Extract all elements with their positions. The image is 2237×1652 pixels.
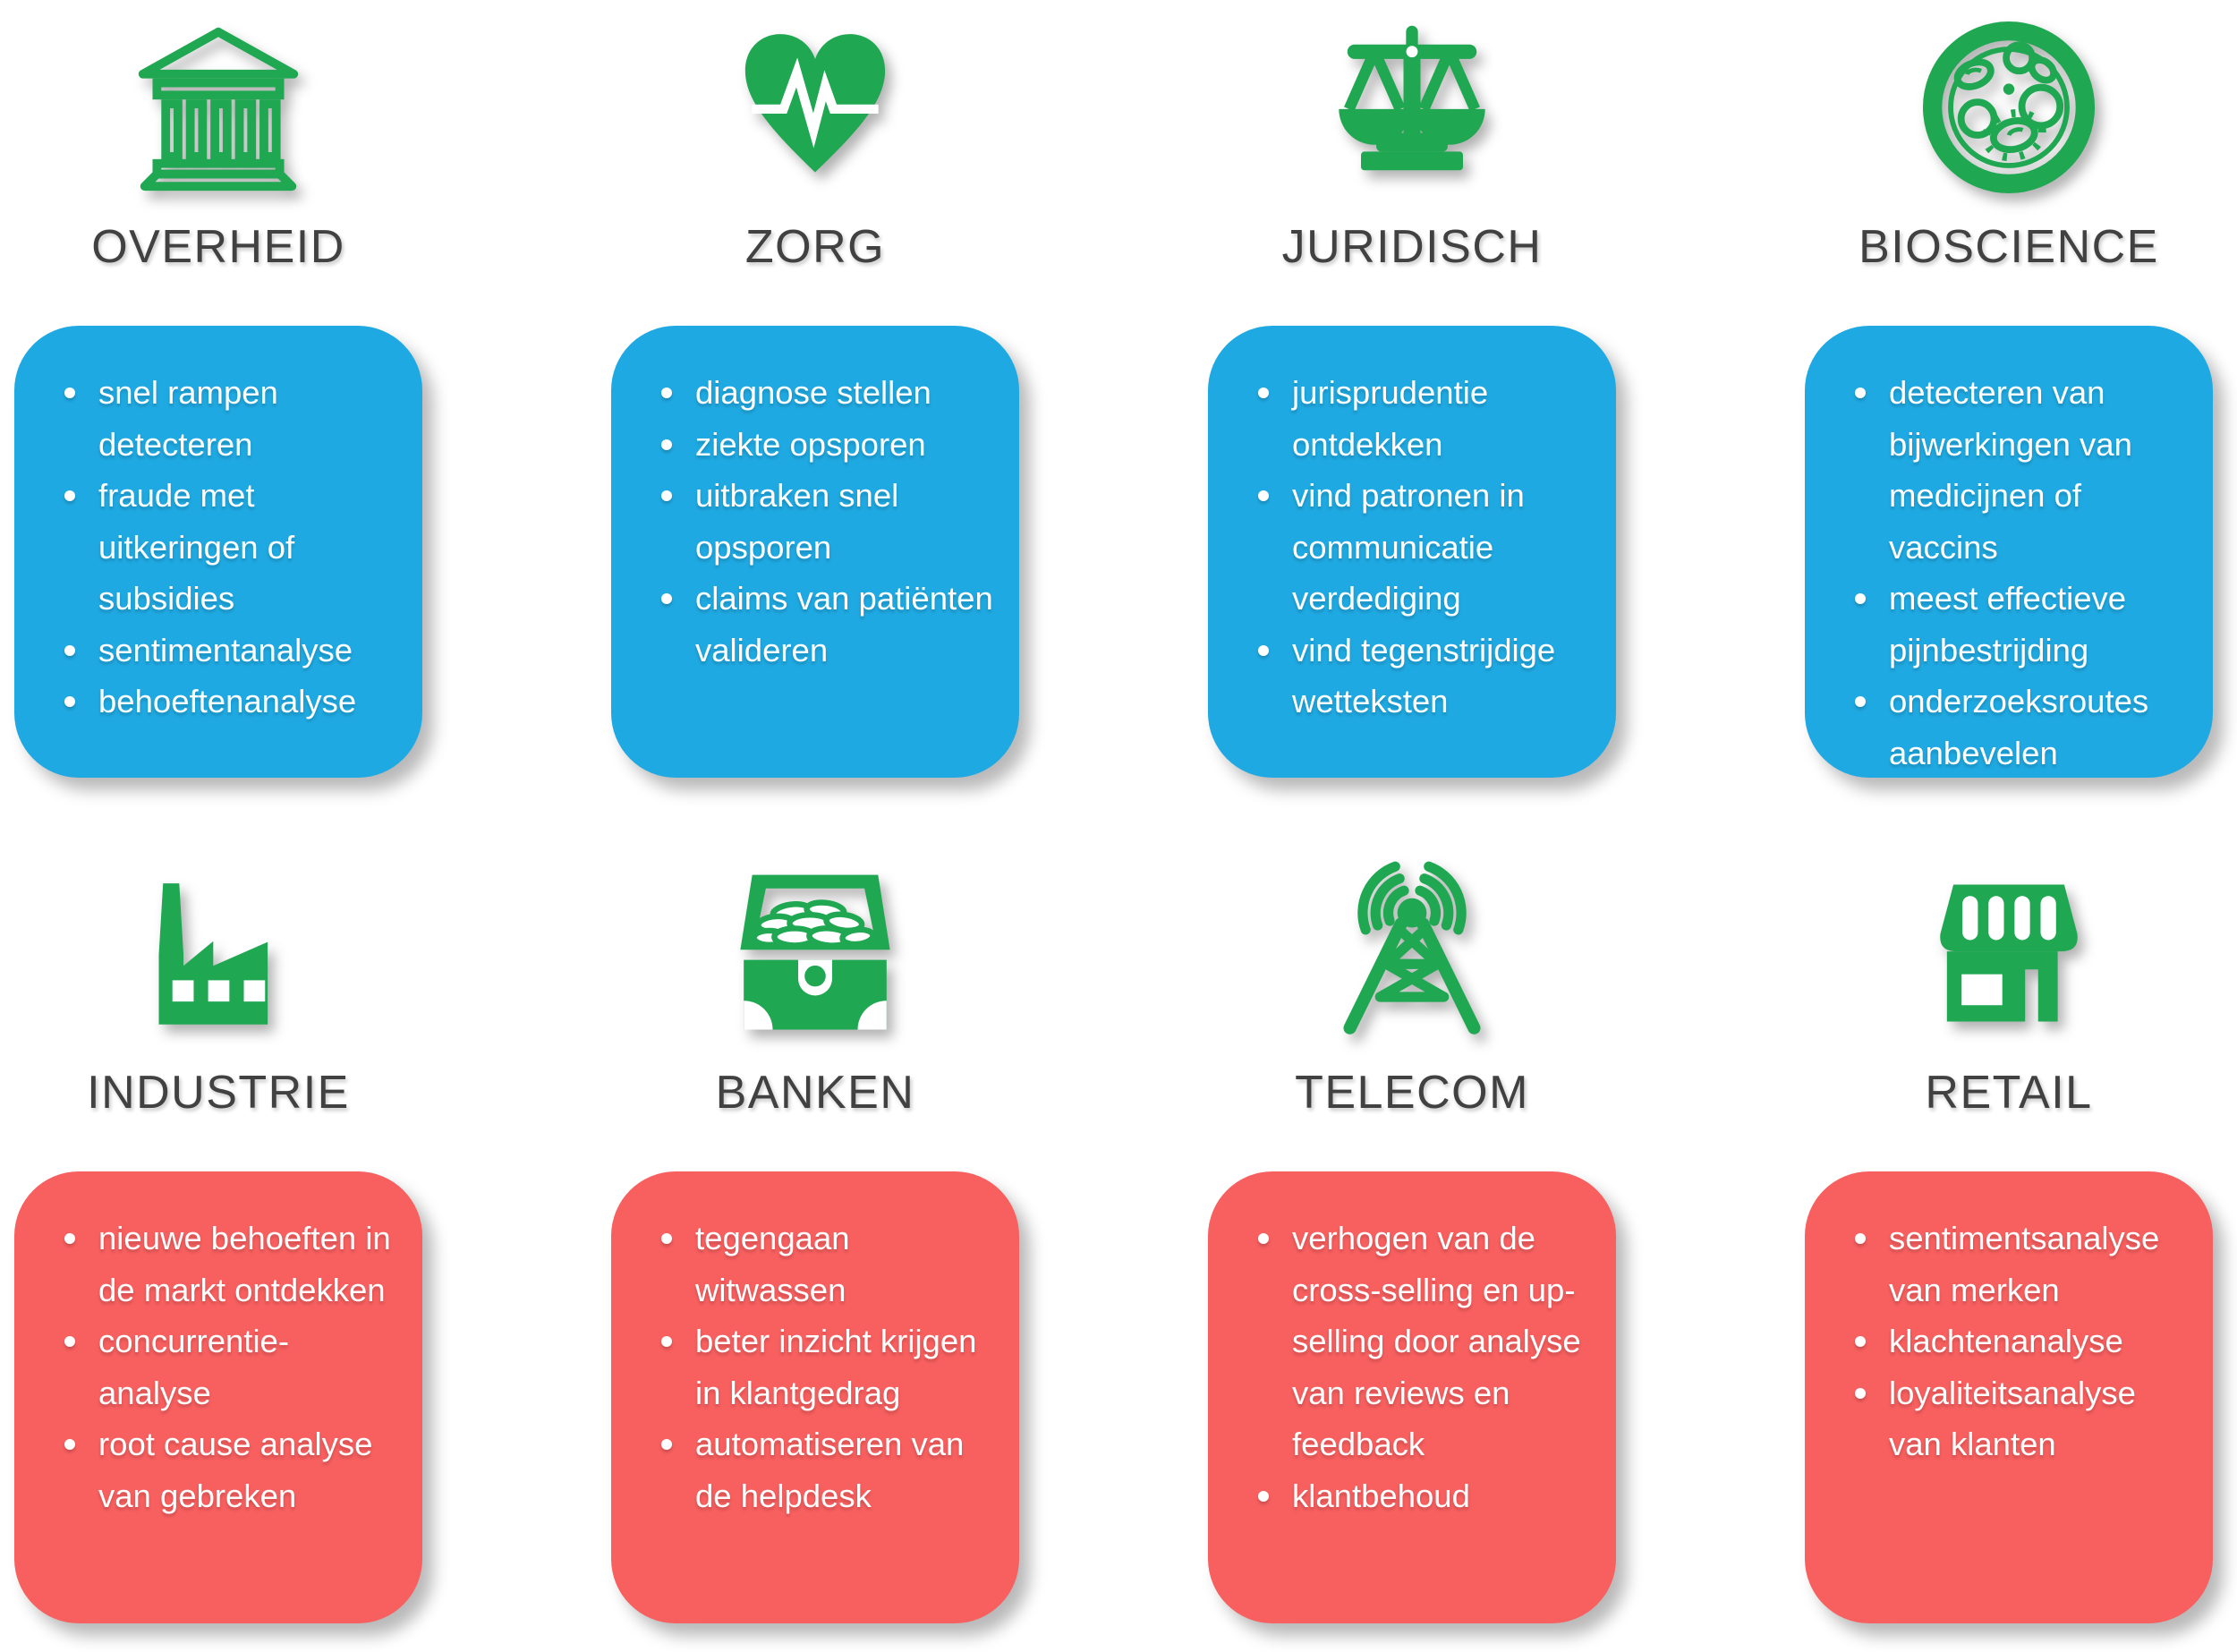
- bullet-item: loyaliteitsanalyse van klanten: [1853, 1367, 2191, 1470]
- bullet-item: vind tegenstrijdige wetteksten: [1256, 625, 1595, 728]
- treasure-chest-icon: [611, 858, 1019, 1048]
- sector-card-bioscience: detecteren van bijwerkingen van medicijn…: [1805, 326, 2213, 778]
- bullet-item: root cause analyse van gebreken: [63, 1418, 401, 1521]
- bullet-item: verhogen van de cross-selling en up-sell…: [1256, 1213, 1595, 1470]
- bullet-item: claims van patiënten valideren: [659, 573, 998, 676]
- factory-icon: [14, 858, 422, 1048]
- sector-industrie: INDUSTRIE nieuwe behoeften in de markt o…: [14, 858, 422, 1623]
- bullet-item: ziekte opsporen: [659, 419, 998, 471]
- sector-title-retail: RETAIL: [1925, 1067, 2093, 1119]
- bullet-item: meest effectieve pijnbestrijding: [1853, 573, 2191, 676]
- sector-card-telecom: verhogen van de cross-selling en up-sell…: [1208, 1171, 1616, 1623]
- bullet-item: snel rampen detecteren: [63, 367, 401, 470]
- heart-pulse-icon: [611, 13, 1019, 202]
- radio-tower-icon: [1208, 858, 1616, 1048]
- sector-title-juridisch: JURIDISCH: [1281, 221, 1543, 273]
- scales-of-justice-icon: [1208, 13, 1616, 202]
- petri-dish-icon: [1805, 13, 2213, 202]
- bullet-item: uitbraken snel opsporen: [659, 470, 998, 573]
- sector-title-overheid: OVERHEID: [91, 221, 345, 273]
- sector-title-telecom: TELECOM: [1295, 1067, 1529, 1119]
- bullet-item: onderzoeksroutes aanbevelen: [1853, 676, 2191, 779]
- bullet-item: klachtenanalyse: [1853, 1316, 2191, 1367]
- bullet-item: concurrentie-analyse: [63, 1316, 401, 1418]
- bullet-item: klantbehoud: [1256, 1470, 1595, 1522]
- sector-bioscience: BIOSCIENCE detecteren van bijwerkingen v…: [1805, 13, 2213, 778]
- government-building-icon: [14, 13, 422, 202]
- bullet-item: beter inzicht krijgen in klantgedrag: [659, 1316, 998, 1418]
- sector-title-bioscience: BIOSCIENCE: [1858, 221, 2159, 273]
- bullet-item: behoeftenanalyse: [63, 676, 401, 728]
- sector-title-industrie: INDUSTRIE: [87, 1067, 350, 1119]
- bullet-item: nieuwe behoeften in de markt ontdekken: [63, 1213, 401, 1316]
- bullet-item: vind patronen in communicatie verdedigin…: [1256, 470, 1595, 625]
- sector-telecom: TELECOM verhogen van de cross-selling en…: [1208, 858, 1616, 1623]
- bullet-item: sentimentanalyse: [63, 625, 401, 677]
- bullet-list-bioscience: detecteren van bijwerkingen van medicijn…: [1853, 367, 2191, 779]
- bullet-item: detecteren van bijwerkingen van medicijn…: [1853, 367, 2191, 573]
- bullet-item: tegengaan witwassen: [659, 1213, 998, 1316]
- bullet-item: automatiseren van de helpdesk: [659, 1418, 998, 1521]
- bullet-item: sentimentsanalyse van merken: [1853, 1213, 2191, 1316]
- sector-title-banken: BANKEN: [715, 1067, 915, 1119]
- bullet-item: jurisprudentie ontdekken: [1256, 367, 1595, 470]
- storefront-icon: [1805, 858, 2213, 1048]
- bullet-item: diagnose stellen: [659, 367, 998, 419]
- sector-title-zorg: ZORG: [744, 221, 886, 273]
- bullet-list-telecom: verhogen van de cross-selling en up-sell…: [1256, 1213, 1595, 1521]
- bullet-item: fraude met uitkeringen of subsidies: [63, 470, 401, 625]
